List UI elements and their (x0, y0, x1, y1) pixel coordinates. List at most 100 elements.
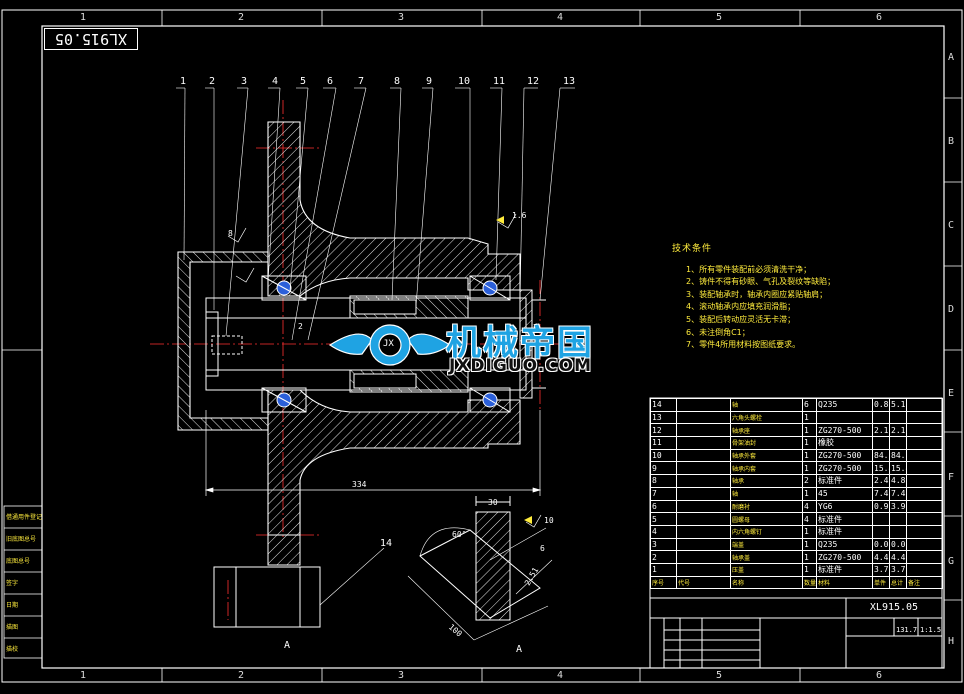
bom-cell-material: 45 (816, 486, 873, 501)
bom-header-material: 材料 (816, 575, 873, 590)
callout-9: 9 (426, 76, 433, 87)
bom-cell-unit-weight: 2.4 (872, 474, 890, 488)
bom-cell-note (906, 562, 943, 577)
finish-value-right: 1.6 (512, 211, 527, 220)
callout-3: 3 (241, 76, 248, 87)
bom-cell-name: 轴承座 (730, 423, 803, 438)
bom-cell-total-weight: 15.4 (889, 461, 907, 476)
bom-cell-code (676, 499, 731, 514)
bom-cell-unit-weight: 84.7 (872, 448, 890, 463)
housing-flange (267, 121, 521, 536)
bom-cell-material: 标准件 (816, 512, 873, 526)
bom-cell-material: ZG270-500 (816, 448, 873, 463)
technical-requirements-title: 技术条件 (672, 244, 713, 254)
bom-cell-name: 耐磨衬 (730, 499, 803, 514)
bom-cell-total-weight: 7.4 (889, 486, 907, 501)
bom-cell-no: 3 (650, 537, 677, 552)
bom-cell-total-weight: 84.7 (889, 448, 907, 463)
inner-frame (41, 25, 945, 669)
bom-cell-qty: 1 (802, 410, 817, 425)
bom-cell-qty: 1 (802, 562, 817, 577)
inner-sleeve (349, 295, 469, 393)
side-label: 借通用件登记 (6, 515, 43, 521)
bom-cell-no: 9 (650, 461, 677, 476)
callout-1: 1 (180, 76, 187, 87)
side-label: 签字 (6, 581, 19, 587)
drawing-number-stamp: XL915.05 (44, 28, 138, 50)
side-label: 日期 (6, 603, 19, 609)
dimension-334 (204, 410, 542, 496)
title-block-drawing-number: XL915.05 (869, 602, 919, 613)
bom-cell-code (676, 461, 731, 476)
zone-col-1-top: 1 (80, 12, 87, 23)
bom-cell-unit-weight (872, 524, 890, 539)
bom-cell-total-weight: 4.43 (889, 550, 907, 564)
bom-cell-unit-weight: 7.4 (872, 486, 890, 501)
bom-cell-name: 轴承盖 (730, 550, 803, 564)
callout-12: 12 (527, 76, 540, 87)
bom-cell-material: 标准件 (816, 562, 873, 577)
watermark-text-en: JXDIGUO.COM (449, 356, 593, 376)
bom-cell-material: ZG270-500 (816, 423, 873, 438)
bom-cell-material: 标准件 (816, 474, 873, 488)
bom-cell-note (906, 461, 943, 476)
callout-5: 5 (300, 76, 307, 87)
zone-col-2-bottom: 2 (238, 670, 245, 681)
callout-11: 11 (493, 76, 506, 87)
side-label: 描校 (6, 647, 19, 653)
bom-cell-note (906, 474, 943, 488)
bom-cell-name: 骨架油封 (730, 436, 803, 450)
dimension-detail-width: 30 (488, 498, 498, 507)
bom-header-code: 代号 (676, 575, 731, 590)
zone-col-1-bottom: 1 (80, 670, 87, 681)
technical-requirement-item: 2、铸件不得有砂眼、气孔及裂纹等缺陷； (686, 277, 836, 287)
technical-requirement-item: 6、未注倒角C1； (686, 327, 750, 337)
bom-cell-no: 10 (650, 448, 677, 463)
bom-cell-code (676, 550, 731, 564)
bom-header-note: 备注 (906, 575, 943, 590)
zone-col-5-bottom: 5 (716, 670, 723, 681)
bom-cell-code (676, 448, 731, 463)
detail-view-a (407, 496, 553, 641)
bom-cell-code (676, 486, 731, 501)
bom-cell-note (906, 436, 943, 450)
bom-cell-unit-weight (872, 410, 890, 425)
watermark-logo (328, 324, 452, 366)
bom-cell-code (676, 423, 731, 438)
bom-cell-qty: 1 (802, 537, 817, 552)
bom-cell-material: Q235 (816, 398, 873, 412)
bom-cell-note (906, 486, 943, 501)
bom-cell-name: 轴承 (730, 474, 803, 488)
bom-cell-qty: 2 (802, 474, 817, 488)
dimension-bore-note: 2 (298, 322, 303, 331)
bom-cell-total-weight: 3.92 (889, 499, 907, 514)
zone-col-3-bottom: 3 (398, 670, 405, 681)
bom-cell-material: 橡胶 (816, 436, 873, 450)
bom-cell-material (816, 410, 873, 425)
callout-4: 4 (272, 76, 279, 87)
zone-row-g: G (948, 556, 955, 567)
bom-cell-code (676, 524, 731, 539)
bom-cell-total-weight (889, 436, 907, 450)
bom-cell-name: 六角头螺栓 (730, 410, 803, 425)
bom-cell-unit-weight (872, 436, 890, 450)
bom-cell-qty: 1 (802, 524, 817, 539)
bom-cell-unit-weight: 4.43 (872, 550, 890, 564)
zone-row-d: D (948, 304, 955, 315)
callout-8: 8 (394, 76, 401, 87)
bom-cell-unit-weight: 15.4 (872, 461, 890, 476)
bom-cell-note (906, 537, 943, 552)
bom-cell-name: 圆螺母 (730, 512, 803, 526)
bom-cell-material: Q235 (816, 537, 873, 552)
finish-flags (227, 213, 542, 528)
bom-cell-note (906, 410, 943, 425)
bom-cell-total-weight: 3.76 (889, 562, 907, 577)
